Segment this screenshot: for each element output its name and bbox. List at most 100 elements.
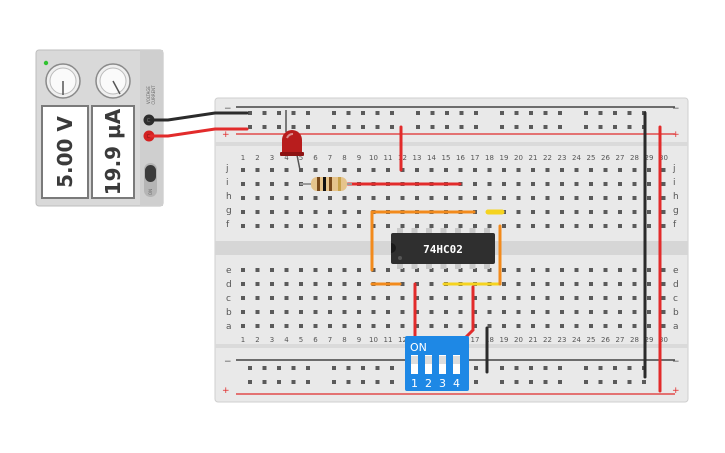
hole-f29[interactable] bbox=[647, 224, 651, 228]
resistor[interactable] bbox=[300, 177, 352, 191]
hole-e19[interactable] bbox=[502, 268, 506, 272]
hole-h11[interactable] bbox=[386, 196, 390, 200]
hole-d19[interactable] bbox=[502, 282, 506, 286]
hole-f13[interactable] bbox=[415, 224, 419, 228]
rail-hole-3[interactable] bbox=[332, 366, 336, 370]
rail-hole-4[interactable] bbox=[390, 380, 394, 384]
hole-h25[interactable] bbox=[589, 196, 593, 200]
hole-j15[interactable] bbox=[444, 168, 448, 172]
hole-c20[interactable] bbox=[516, 296, 521, 300]
hole-d23[interactable] bbox=[560, 282, 564, 286]
hole-j8[interactable] bbox=[342, 168, 347, 172]
rail-hole-4[interactable] bbox=[627, 380, 632, 384]
hole-a11[interactable] bbox=[386, 324, 390, 328]
hole-h9[interactable] bbox=[357, 196, 361, 200]
power-supply[interactable]: 5.00 V 19.9 µA VOLTAGE CURRENT ON bbox=[35, 49, 164, 207]
hole-e21[interactable] bbox=[531, 268, 535, 272]
hole-h5[interactable] bbox=[299, 196, 303, 200]
hole-j19[interactable] bbox=[502, 168, 506, 172]
hole-f9[interactable] bbox=[357, 224, 361, 228]
rail-hole-4[interactable] bbox=[558, 380, 562, 384]
hole-j3[interactable] bbox=[270, 168, 274, 172]
rail-hole-3[interactable] bbox=[558, 366, 562, 370]
rail-hole-2[interactable] bbox=[445, 125, 449, 129]
hole-a28[interactable] bbox=[632, 324, 637, 328]
hole-b6[interactable] bbox=[313, 310, 318, 314]
hole-a29[interactable] bbox=[647, 324, 651, 328]
hole-a13[interactable] bbox=[415, 324, 419, 328]
hole-j18[interactable] bbox=[487, 168, 492, 172]
hole-h4[interactable] bbox=[284, 196, 289, 200]
hole-f3[interactable] bbox=[270, 224, 274, 228]
rail-hole-2[interactable] bbox=[430, 125, 435, 129]
hole-h6[interactable] bbox=[313, 196, 318, 200]
hole-f11[interactable] bbox=[386, 224, 390, 228]
hole-e18[interactable] bbox=[487, 268, 492, 272]
hole-c9[interactable] bbox=[357, 296, 361, 300]
hole-f8[interactable] bbox=[342, 224, 347, 228]
hole-b2[interactable] bbox=[255, 310, 260, 314]
rail-hole-3[interactable] bbox=[375, 366, 380, 370]
hole-c27[interactable] bbox=[618, 296, 622, 300]
rail-hole-2[interactable] bbox=[459, 125, 464, 129]
rail-hole-1[interactable] bbox=[390, 111, 394, 115]
hole-g21[interactable] bbox=[531, 210, 535, 214]
hole-j4[interactable] bbox=[284, 168, 289, 172]
hole-h28[interactable] bbox=[632, 196, 637, 200]
hole-h26[interactable] bbox=[603, 196, 608, 200]
hole-g27[interactable] bbox=[618, 210, 622, 214]
hole-c30[interactable] bbox=[661, 296, 666, 300]
hole-c26[interactable] bbox=[603, 296, 608, 300]
hole-f5[interactable] bbox=[299, 224, 303, 228]
hole-b8[interactable] bbox=[342, 310, 347, 314]
hole-b14[interactable] bbox=[429, 310, 434, 314]
hole-i2[interactable] bbox=[255, 182, 260, 186]
rail-hole-4[interactable] bbox=[529, 380, 533, 384]
hole-j22[interactable] bbox=[545, 168, 550, 172]
hole-e17[interactable] bbox=[473, 268, 477, 272]
hole-b1[interactable] bbox=[241, 310, 245, 314]
hole-d20[interactable] bbox=[516, 282, 521, 286]
hole-h29[interactable] bbox=[647, 196, 651, 200]
hole-f27[interactable] bbox=[618, 224, 622, 228]
led[interactable] bbox=[280, 110, 304, 171]
hole-c19[interactable] bbox=[502, 296, 506, 300]
hole-h16[interactable] bbox=[458, 196, 463, 200]
hole-a22[interactable] bbox=[545, 324, 550, 328]
hole-i4[interactable] bbox=[284, 182, 289, 186]
rail-hole-2[interactable] bbox=[558, 125, 562, 129]
hole-h27[interactable] bbox=[618, 196, 622, 200]
rail-hole-1[interactable] bbox=[375, 111, 380, 115]
hole-e14[interactable] bbox=[429, 268, 434, 272]
hole-f24[interactable] bbox=[574, 224, 579, 228]
hole-e3[interactable] bbox=[270, 268, 274, 272]
hole-f7[interactable] bbox=[328, 224, 332, 228]
rail-hole-4[interactable] bbox=[598, 380, 603, 384]
rail-hole-4[interactable] bbox=[500, 380, 504, 384]
hole-i18[interactable] bbox=[487, 182, 492, 186]
hole-c14[interactable] bbox=[429, 296, 434, 300]
rail-hole-3[interactable] bbox=[627, 366, 632, 370]
hole-h2[interactable] bbox=[255, 196, 260, 200]
hole-a23[interactable] bbox=[560, 324, 564, 328]
hole-e6[interactable] bbox=[313, 268, 318, 272]
rail-hole-1[interactable] bbox=[361, 111, 365, 115]
hole-h18[interactable] bbox=[487, 196, 492, 200]
hole-a1[interactable] bbox=[241, 324, 245, 328]
hole-f1[interactable] bbox=[241, 224, 245, 228]
hole-f16[interactable] bbox=[458, 224, 463, 228]
wires[interactable] bbox=[147, 111, 662, 393]
hole-g26[interactable] bbox=[603, 210, 608, 214]
hole-h15[interactable] bbox=[444, 196, 448, 200]
hole-g8[interactable] bbox=[342, 210, 347, 214]
hole-h1[interactable] bbox=[241, 196, 245, 200]
rail-hole-2[interactable] bbox=[262, 125, 267, 129]
hole-b27[interactable] bbox=[618, 310, 622, 314]
hole-b22[interactable] bbox=[545, 310, 550, 314]
rail-hole-4[interactable] bbox=[306, 380, 310, 384]
hole-j5[interactable] bbox=[299, 168, 303, 172]
hole-j27[interactable] bbox=[618, 168, 622, 172]
hole-j24[interactable] bbox=[574, 168, 579, 172]
hole-c1[interactable] bbox=[241, 296, 245, 300]
rail-hole-4[interactable] bbox=[613, 380, 617, 384]
